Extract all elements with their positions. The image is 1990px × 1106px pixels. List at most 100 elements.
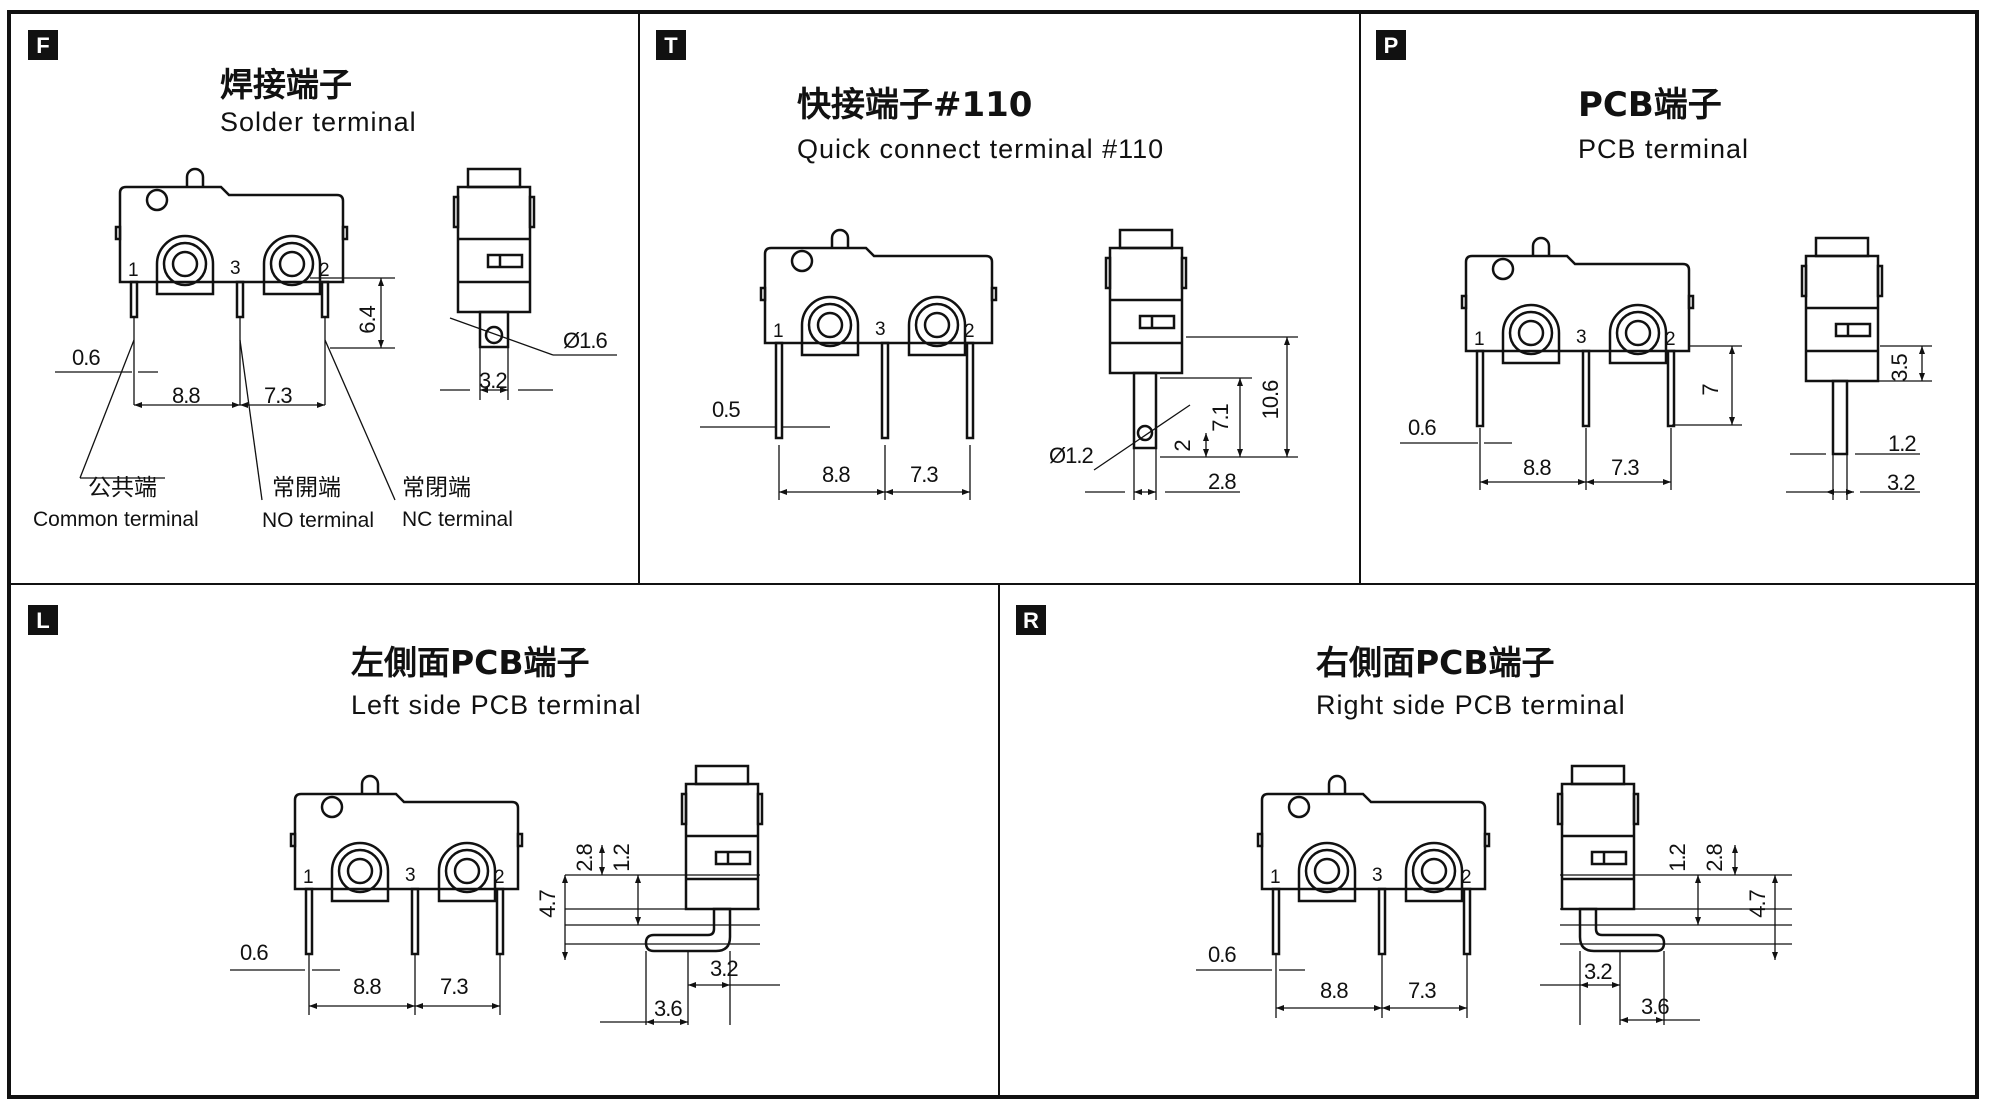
dim-pin-thickness: 0.6: [1208, 942, 1236, 967]
terminal-pin: [129, 280, 139, 319]
dim-arrow: [1480, 479, 1488, 485]
dim-pitch-1: 8.8: [1523, 455, 1551, 480]
dim-arrow: [309, 1003, 317, 1009]
mounting-boss: [155, 234, 215, 296]
title-zh: 右側面PCB端子: [1316, 643, 1555, 682]
dim-arrow: [635, 917, 641, 925]
actuator-side: [466, 167, 522, 189]
mounting-hole: [444, 848, 490, 894]
title-en: Quick connect terminal #110: [797, 134, 1164, 164]
body-side: [1108, 246, 1184, 375]
dim-arrow: [1919, 346, 1925, 354]
dim-arrow: [680, 1019, 688, 1025]
side-slot: [486, 253, 524, 269]
dim-arrow: [480, 387, 488, 393]
actuator-side: [1118, 228, 1174, 250]
terminal-pin: [495, 887, 505, 956]
mounting-hole-inner: [346, 857, 374, 885]
terminal-pin: [1666, 349, 1676, 428]
label-no-zh: 常開端: [272, 475, 341, 501]
dim-arrow: [1846, 489, 1854, 495]
side-rib: [1800, 264, 1808, 298]
dim-a: 1.2: [1665, 843, 1690, 871]
badge-box: [28, 605, 58, 635]
pin-number: 2: [964, 321, 975, 342]
dim-arrow: [415, 1003, 423, 1009]
dim-arrow: [378, 278, 384, 286]
dim-arrow: [500, 387, 508, 393]
dim-pitch-2: 7.3: [1611, 455, 1639, 480]
switch-body: [293, 792, 520, 891]
side-rib: [1632, 792, 1640, 826]
dim-length: 10.6: [1258, 380, 1283, 420]
body-notch: [341, 225, 349, 241]
mounting-hole: [1304, 848, 1350, 894]
dim-arrow: [1134, 489, 1142, 495]
mounting-boss: [1501, 303, 1561, 365]
dim-c: 4.7: [535, 889, 560, 917]
dim-arrow: [877, 489, 885, 495]
dim-arrow: [562, 952, 568, 960]
dim-arrow: [1620, 1017, 1628, 1023]
dim-pitch-1: 8.8: [1320, 978, 1348, 1003]
switch-side-view: [1540, 764, 1792, 1025]
mounting-boss: [907, 295, 967, 357]
title-en: Left side PCB terminal: [351, 690, 642, 720]
pin-number: 3: [875, 319, 886, 340]
dim-pin-thickness: 0.6: [72, 345, 100, 370]
dim-arrow: [407, 1003, 415, 1009]
dim-arrow: [1772, 952, 1778, 960]
dim-arrow: [240, 402, 248, 408]
side-slot: [714, 850, 752, 866]
dim-arrow: [688, 982, 696, 988]
dim-pitch-2: 7.3: [1408, 978, 1436, 1003]
body-notch: [289, 832, 297, 848]
dim-arrow: [1729, 346, 1735, 354]
dim-arrow: [599, 845, 605, 853]
terminal-hole: [1136, 424, 1154, 442]
side-rib: [756, 792, 764, 826]
switch-side-view: [1786, 236, 1932, 500]
mounting-hole: [269, 241, 315, 287]
pin-number: 2: [1665, 329, 1676, 350]
dim-arrow: [1732, 867, 1738, 875]
mounting-hole-inner: [816, 311, 844, 339]
mounting-boss: [1608, 303, 1668, 365]
mounting-hole-small: [1491, 257, 1515, 281]
body-side: [456, 185, 532, 314]
dim-pin-thickness: 0.5: [712, 397, 740, 422]
body-notch: [990, 286, 998, 302]
mounting-hole-inner: [171, 250, 199, 278]
actuator-side: [694, 764, 750, 786]
dim-pitch-2: 7.3: [440, 974, 468, 999]
dim-arrow: [1732, 845, 1738, 853]
dim-w1: 3.2: [1584, 959, 1612, 984]
pin-number: 2: [319, 260, 330, 281]
dim-arrow: [646, 1019, 654, 1025]
label-common-zh: 公共端: [88, 475, 157, 501]
dim-arrow: [1772, 875, 1778, 883]
actuator-nub: [1531, 236, 1551, 256]
dim-height: 7: [1698, 384, 1723, 396]
side-rib: [1876, 264, 1884, 298]
terminal-pin: [1475, 349, 1485, 428]
dim-a: 2.8: [572, 843, 597, 871]
body-notch: [1256, 832, 1264, 848]
bent-pcb-pin: [1578, 907, 1666, 953]
terminal-pin: [320, 280, 330, 319]
dim-tip: 2: [1170, 440, 1195, 452]
dim-w1: 3.2: [710, 956, 738, 981]
dim-pitch-2: 7.3: [264, 383, 292, 408]
pin-number: 3: [405, 865, 416, 886]
mounting-boss: [262, 234, 322, 296]
dim-arrow: [378, 340, 384, 348]
dim-hole: Ø1.2: [1049, 443, 1093, 468]
dim-hole: Ø1.6: [563, 328, 607, 353]
outer-frame: [7, 10, 1979, 1099]
panel-quick-connect-terminal: T 快接端子#110 Quick connect terminal #110 1…: [656, 30, 1298, 500]
